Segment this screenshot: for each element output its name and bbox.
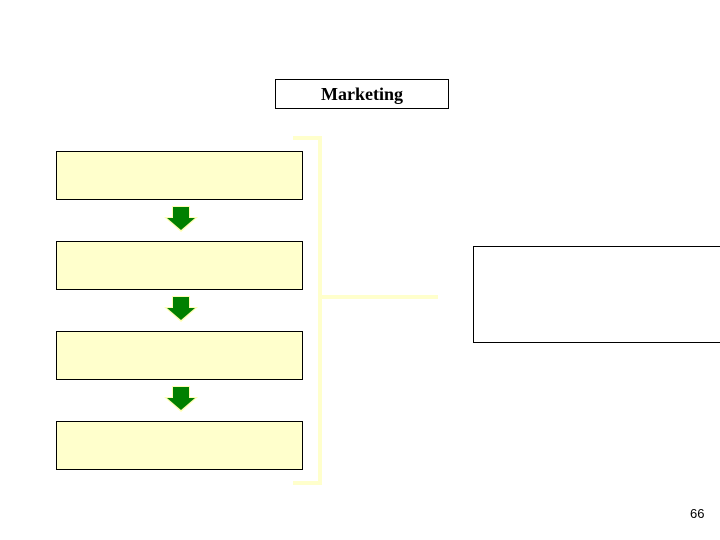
bracket-connector (293, 136, 438, 485)
result-box (473, 246, 720, 343)
step-box-1 (56, 151, 303, 200)
down-arrow-icon (164, 296, 198, 322)
step-box-3 (56, 331, 303, 380)
title-box: Marketing (275, 79, 449, 109)
down-arrow-icon (164, 206, 198, 232)
title-text: Marketing (321, 83, 403, 104)
step-box-4 (56, 421, 303, 470)
page-number: 66 (690, 506, 705, 521)
down-arrow-icon (164, 386, 198, 412)
step-box-2 (56, 241, 303, 290)
